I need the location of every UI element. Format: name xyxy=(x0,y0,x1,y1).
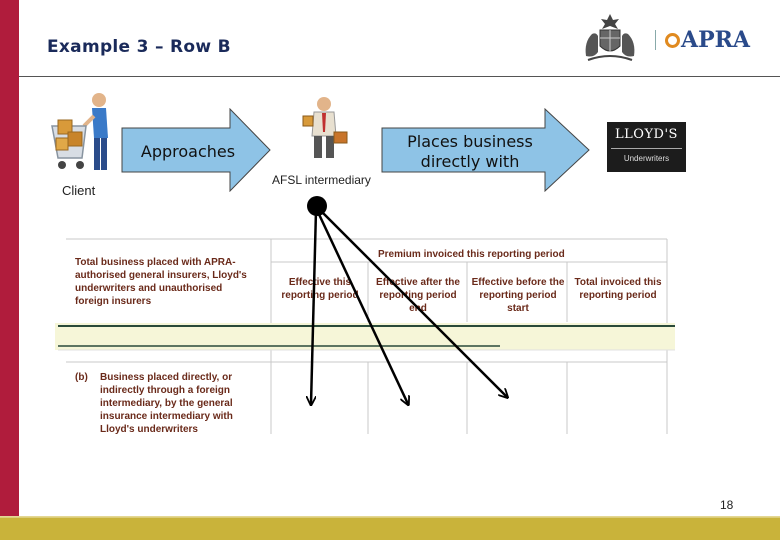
intermediary-person-icon xyxy=(302,97,348,158)
client-trolley-icon xyxy=(51,93,108,170)
lloyds-logo-title: LLOYD'S xyxy=(615,127,678,142)
places-business-arrow xyxy=(381,108,590,192)
apra-o-icon xyxy=(665,33,680,48)
table-column-header: Effective this reporting period xyxy=(281,277,359,301)
approaches-arrow xyxy=(121,108,271,192)
pointer-origin-dot xyxy=(307,196,327,216)
australian-coat-of-arms-icon xyxy=(585,14,635,61)
apra-logo-text: APRA xyxy=(681,27,750,53)
pointer-line-3 xyxy=(317,207,507,397)
approaches-label: Approaches xyxy=(140,142,236,161)
footer-bar xyxy=(0,518,780,540)
apra-logo: APRA xyxy=(665,27,750,53)
table-column-header: Effective before the reporting period st… xyxy=(471,277,565,314)
places-business-label: Places business directly with xyxy=(407,132,533,171)
pointer-line-2 xyxy=(315,209,408,404)
slide-number: 18 xyxy=(720,498,734,512)
header-divider xyxy=(19,76,780,77)
lloyds-logo-subtitle: Underwriters xyxy=(623,154,670,163)
logo-separator xyxy=(655,30,656,50)
left-accent-bar xyxy=(0,0,19,540)
slide-title: Example 3 – Row B xyxy=(47,37,231,57)
lloyds-logo: LLOYD'S Underwriters xyxy=(607,122,686,172)
table-row-label: Business placed directly, or indirectly … xyxy=(100,372,233,435)
pointer-line-1 xyxy=(311,209,318,404)
client-label: Client xyxy=(62,183,96,198)
table-row-header: Total business placed with APRA-authoris… xyxy=(75,257,247,307)
table-group-header: Premium invoiced this reporting period xyxy=(378,249,565,260)
lloyds-logo-rule xyxy=(611,148,682,149)
intermediary-label: AFSL intermediary xyxy=(272,173,371,187)
table-column-header: Total invoiced this reporting period xyxy=(574,277,662,301)
table-row-code: (b) xyxy=(75,372,88,383)
